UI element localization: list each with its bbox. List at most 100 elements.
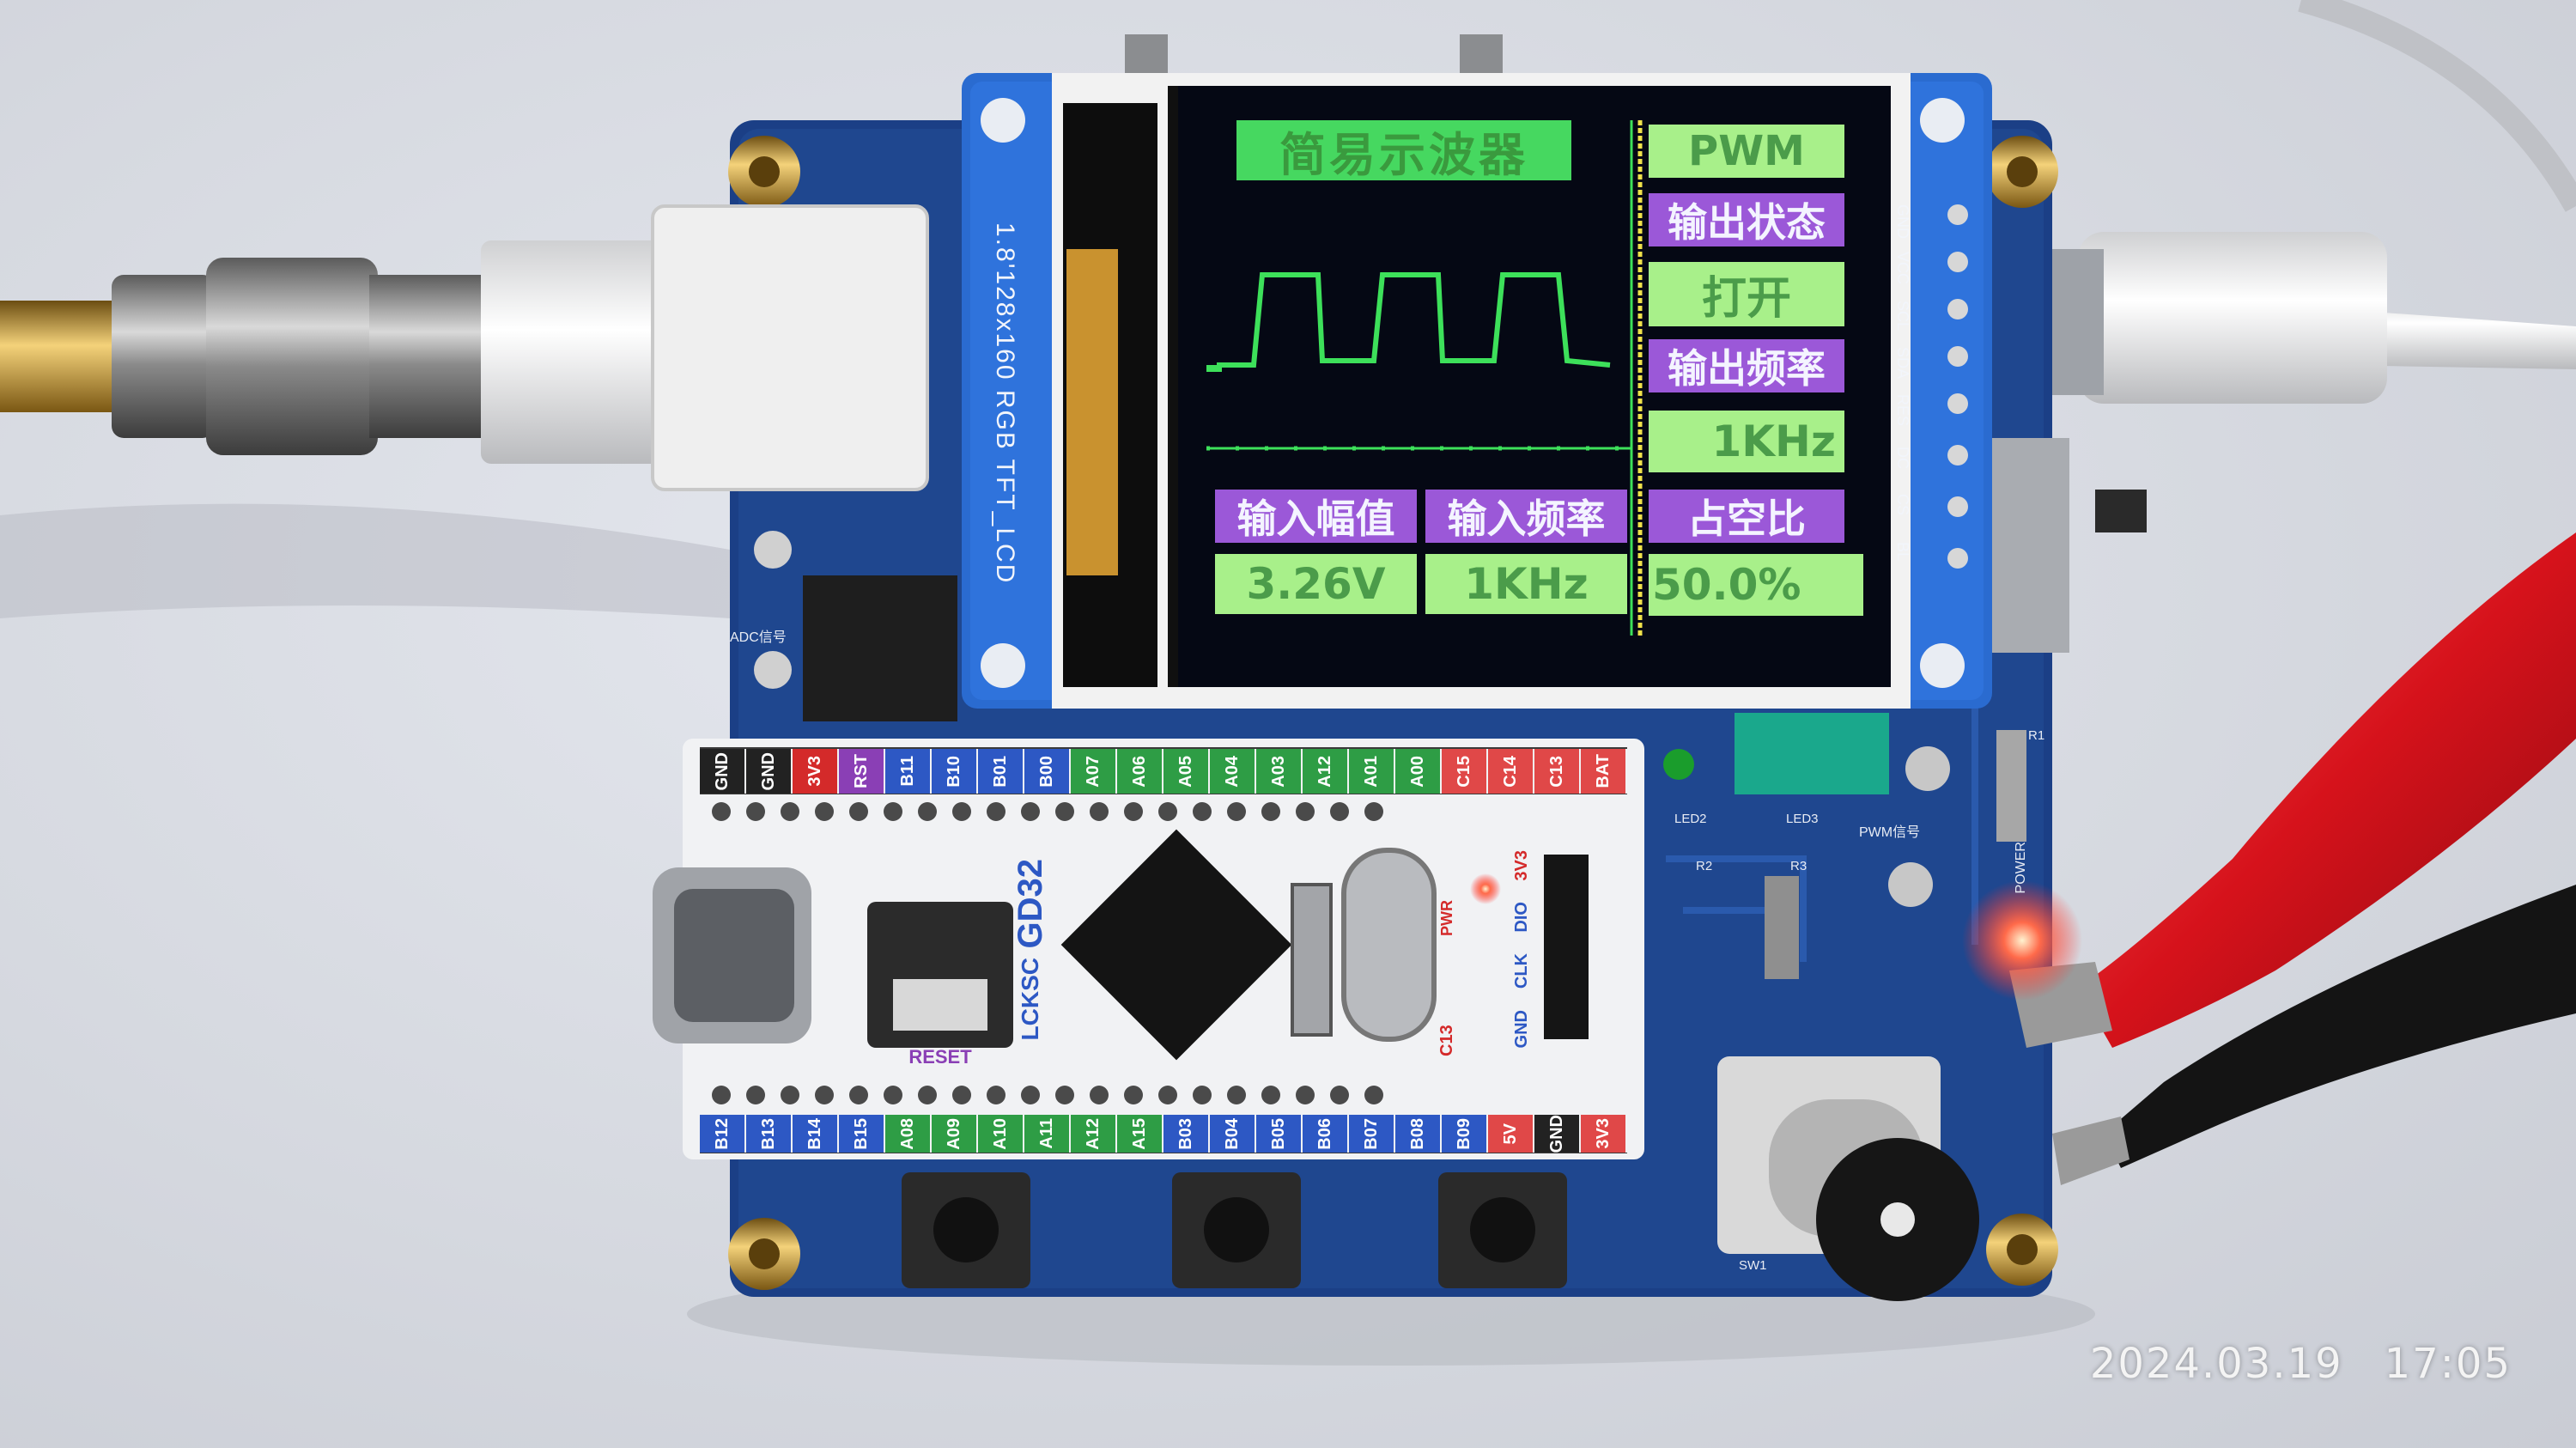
pin-label-text: A01 xyxy=(1361,755,1381,788)
pin-label-text: B07 xyxy=(1361,1117,1381,1150)
pin-label: A06 xyxy=(1117,749,1163,794)
pin-label: B03 xyxy=(1163,1115,1210,1153)
pin-label-text: 3V3 xyxy=(1593,1118,1613,1149)
swd-pin-label: 3V3 xyxy=(1511,850,1531,881)
pin-label-text: A15 xyxy=(1129,1117,1149,1150)
test-point-1 xyxy=(754,531,792,569)
reset-label: RESET xyxy=(908,1046,972,1068)
resistor-r1 xyxy=(1996,730,2026,842)
green-pad xyxy=(1735,713,1889,794)
pin-label: B14 xyxy=(793,1115,839,1153)
waveform-trace xyxy=(1206,272,1611,372)
output-freq-value: 1KHz xyxy=(1711,417,1836,466)
pin-label: A15 xyxy=(1117,1115,1163,1153)
pin-label-text: RST xyxy=(851,754,871,788)
power-label: POWER xyxy=(2014,842,2028,894)
pin-label-text: B00 xyxy=(1036,755,1056,788)
pin-label: B15 xyxy=(839,1115,885,1153)
lcd-pin-label: DC xyxy=(1894,446,1911,469)
pin-label-text: B10 xyxy=(944,755,963,788)
pin-label: RST xyxy=(839,749,885,794)
pin-label-text: A12 xyxy=(1083,1117,1103,1150)
pin-label: B06 xyxy=(1303,1115,1349,1153)
bnc-connector xyxy=(0,204,929,491)
cable-shadow xyxy=(0,503,730,618)
pwm-mode-box: PWM xyxy=(1649,125,1844,178)
pin-label-text: A03 xyxy=(1268,755,1288,788)
background-cable xyxy=(2298,0,2576,212)
pin-label-text: A07 xyxy=(1083,755,1103,788)
r2-label: R2 xyxy=(1696,859,1713,873)
resistor-r3 xyxy=(1765,876,1799,979)
pin-label-text: GND xyxy=(712,751,732,791)
pin-label-text: A12 xyxy=(1315,755,1334,788)
duty-value-box: 50.0% xyxy=(1649,554,1863,616)
pin-label: A03 xyxy=(1256,749,1303,794)
lcd-pin-label: SDA xyxy=(1894,346,1911,379)
pin-label: B09 xyxy=(1442,1115,1488,1153)
duty-label: 占空比 xyxy=(1687,496,1806,542)
led2-label: LED2 xyxy=(1674,812,1707,826)
screen-title-box: 简易示波器 xyxy=(1236,120,1571,182)
pwm-test-point xyxy=(1905,746,1950,791)
c13-label: C13 xyxy=(1437,1025,1456,1056)
pwr-label-wrap: PWR xyxy=(1430,867,1464,936)
led3-label: LED3 xyxy=(1786,812,1819,826)
pin-label: A12 xyxy=(1071,1115,1117,1153)
pin-label-text: B03 xyxy=(1176,1117,1195,1150)
swd-pin-label: CLK xyxy=(1511,953,1531,989)
pin-label: A01 xyxy=(1349,749,1395,794)
pin-label-text: B01 xyxy=(990,755,1010,788)
pin-label: 5V xyxy=(1488,1115,1534,1153)
pin-label-text: B04 xyxy=(1222,1117,1242,1150)
duty-value: 50.0% xyxy=(1652,560,1801,610)
led2 xyxy=(1663,749,1694,780)
input-amplitude-label: 输入幅值 xyxy=(1236,496,1395,542)
pin-label: A11 xyxy=(1024,1115,1071,1153)
pin-label-text: A08 xyxy=(897,1117,917,1150)
pin-label: B08 xyxy=(1395,1115,1442,1153)
pin-label: C14 xyxy=(1488,749,1534,794)
pin-label-text: 5V xyxy=(1500,1123,1520,1145)
pin-label-text: A05 xyxy=(1176,755,1195,788)
pin-label: B13 xyxy=(746,1115,793,1153)
pin-label-text: B14 xyxy=(805,1117,824,1150)
lcd-pin-label: VCC xyxy=(1894,252,1911,285)
pin-label: B12 xyxy=(700,1115,746,1153)
pwm-mode-label: PWM xyxy=(1688,127,1805,175)
pin-label: A00 xyxy=(1395,749,1442,794)
lcd-module-label: 1.8'128x160 RGB TFT_LCD xyxy=(991,222,1019,585)
tactile-buttons xyxy=(902,1172,1567,1288)
pin-label-text: B09 xyxy=(1454,1117,1473,1150)
lcd-pin-label: SCL xyxy=(1894,300,1911,331)
pin-label-text: C13 xyxy=(1546,755,1566,788)
pin-label-text: A10 xyxy=(990,1117,1010,1150)
swd-pin-label: GND xyxy=(1511,1009,1531,1048)
mcu-board xyxy=(653,739,1644,1159)
input-amplitude-value-box: 3.26V xyxy=(1215,554,1417,614)
output-state-label: 输出状态 xyxy=(1668,199,1826,246)
pin-label: 3V3 xyxy=(1581,1115,1627,1153)
pin-label: GND xyxy=(746,749,793,794)
input-frequency-value: 1KHz xyxy=(1464,559,1589,609)
pin-label: A07 xyxy=(1071,749,1117,794)
pin-label: B07 xyxy=(1349,1115,1395,1153)
r3-label: R3 xyxy=(1790,859,1807,873)
pin-label: GND xyxy=(700,749,746,794)
pin-label: A09 xyxy=(932,1115,978,1153)
pin-label: 3V3 xyxy=(793,749,839,794)
pin-label: B00 xyxy=(1024,749,1071,794)
adc-signal-label: ADC信号 xyxy=(730,630,787,645)
input-frequency-label: 输入频率 xyxy=(1447,496,1606,542)
lcd-pin-label: CS xyxy=(1894,493,1911,515)
mcu-chip-name: GD32 xyxy=(1011,859,1049,949)
pin-label: A05 xyxy=(1163,749,1210,794)
sw1-label: SW1 xyxy=(1739,1258,1767,1273)
pin-label: C13 xyxy=(1534,749,1581,794)
output-state-label-box: 输出状态 xyxy=(1649,193,1844,246)
lcd-pin-label: GND xyxy=(1894,204,1911,239)
